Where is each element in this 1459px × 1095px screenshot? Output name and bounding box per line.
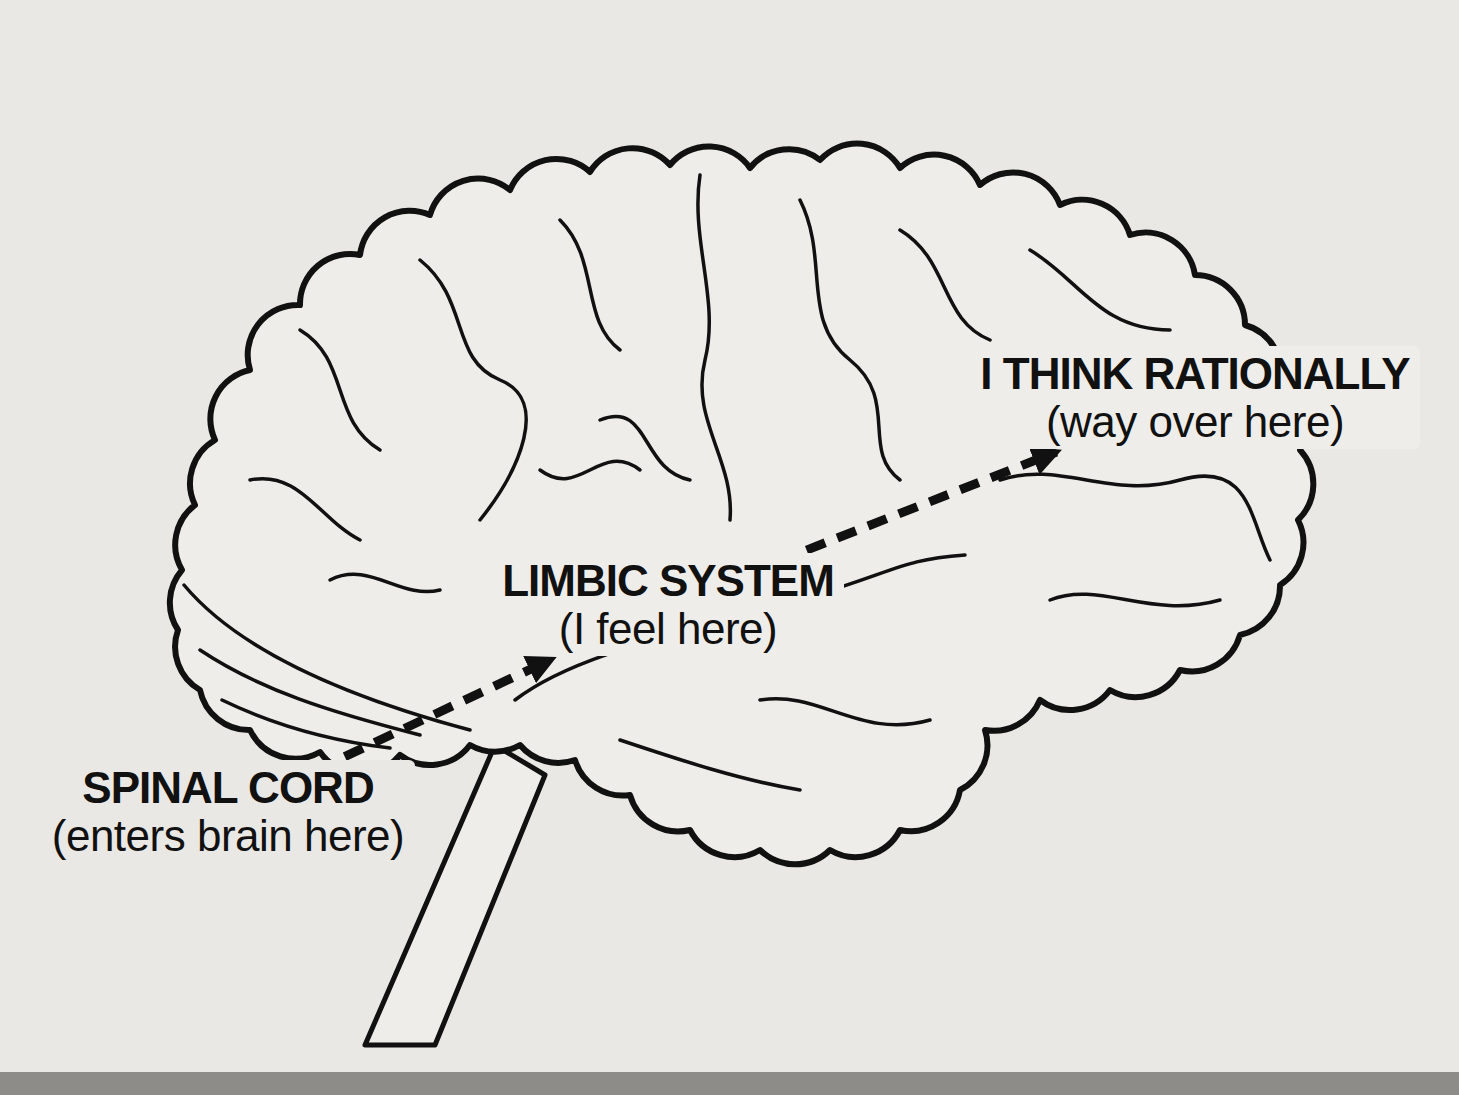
region-name: LIMBIC SYSTEM [502,557,834,605]
brain-region-label: I THINK RATIONALLY(way over here) [970,346,1420,449]
brain-fold [1000,474,1270,560]
cerebellum-fold [200,650,420,735]
brain-fold [420,260,526,520]
dashed-arrow [807,452,1057,550]
region-note: (enters brain here) [52,812,405,860]
brain-fold [540,461,640,478]
brain-fold [330,574,440,591]
central-sulcus [698,175,730,520]
region-name: SPINAL CORD [52,764,405,812]
brain-region-label: SPINAL CORD(enters brain here) [42,760,415,863]
brain-fold [800,200,900,480]
brain-fold [300,330,380,450]
brain-fold [620,740,800,790]
brain-folds [184,175,1270,790]
brain-fold [600,416,690,480]
brain-fold [560,220,620,350]
brain-fold [1030,250,1170,330]
cerebellum-fold [222,700,390,748]
brain-fold [760,699,930,725]
dashed-arrow [345,659,552,756]
brain-region-label: LIMBIC SYSTEM(I feel here) [492,553,844,656]
brain-fold [250,479,360,540]
region-note: (I feel here) [502,605,834,653]
brain-fold [1050,594,1220,606]
brain-outline [170,144,1313,865]
bottom-edge-band [0,1072,1459,1095]
brain-fold [900,230,990,340]
region-name: I THINK RATIONALLY [980,350,1410,398]
region-note: (way over here) [980,398,1410,446]
